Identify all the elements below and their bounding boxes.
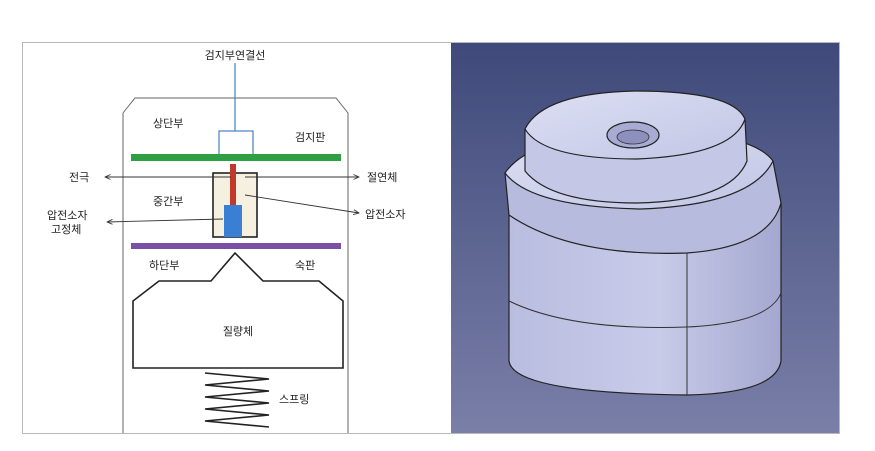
cad-render-panel [451, 43, 839, 433]
sensing-plate [131, 154, 341, 161]
label-electrode: 전극 [69, 171, 89, 184]
label-lower-part: 하단부 [149, 258, 179, 272]
label-piezo-holder-2: 고정체 [51, 223, 81, 236]
piezo-element [224, 205, 242, 237]
pointer-piezo-element [244, 194, 359, 213]
copper-plate [131, 243, 341, 249]
schematic-diagram: 검지부연결선 상단부 검지판 중간부 전극 절연체 압전소자 압전소자 고정 [47, 49, 405, 433]
pointer-piezo-holder [107, 218, 224, 222]
label-mass: 질량체 [223, 325, 253, 338]
label-spring: 스프링 [279, 393, 309, 406]
housing-outline [122, 97, 349, 433]
spring [204, 372, 270, 428]
center-hole-inner [616, 129, 650, 145]
connector-box [218, 130, 254, 156]
label-upper-part: 상단부 [153, 117, 183, 130]
schematic-panel: 검지부연결선 상단부 검지판 중간부 전극 절연체 압전소자 압전소자 고정 [23, 43, 447, 433]
label-sensing-plate: 검지판 [295, 131, 325, 144]
label-sensor-wire: 검지부연결선 [205, 49, 266, 62]
cad-render [451, 43, 839, 433]
label-piezo-holder-1: 압전소자 [47, 209, 87, 222]
label-copper-plate: 숙판 [295, 259, 315, 272]
lower-cylinder [508, 203, 782, 396]
cylinder-seam [508, 292, 782, 328]
mass-body [132, 251, 344, 369]
electrode [230, 164, 236, 206]
label-insulator: 절연체 [367, 171, 397, 184]
label-piezo-element: 압전소자 [365, 208, 405, 221]
label-middle-part: 중간부 [153, 195, 183, 208]
figure-frame: 검지부연결선 상단부 검지판 중간부 전극 절연체 압전소자 압전소자 고정 [22, 42, 840, 434]
